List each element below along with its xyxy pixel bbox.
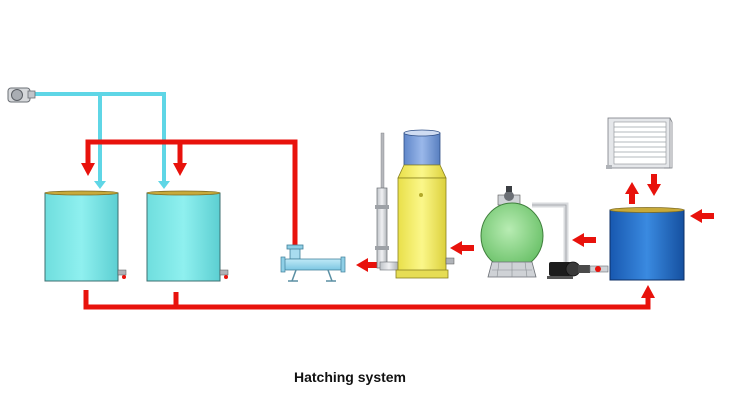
diagram-caption: Hatching system <box>293 369 407 385</box>
flow-arrow-to-chiller <box>625 182 639 204</box>
protein-skimmer-icon <box>375 129 455 279</box>
sand-filter-icon <box>480 186 569 278</box>
sump-tank <box>609 207 685 281</box>
return-arrow-tank-2 <box>173 163 187 176</box>
air-arrow-tank-1 <box>94 181 106 189</box>
flow-arrow-to-uv <box>356 258 378 272</box>
return-line <box>85 139 298 248</box>
air-blower-icon <box>7 87 36 103</box>
air-arrow-tank-2 <box>158 181 170 189</box>
pump-icon <box>547 261 609 279</box>
heat-pump-icon <box>606 117 673 169</box>
flow-arrow-to-skimmer <box>450 241 474 255</box>
flow-arrow-inlet <box>690 209 714 223</box>
flow-arrow-to-filter <box>572 233 596 247</box>
drain-line <box>83 290 651 310</box>
drain-arrow-sump <box>641 285 655 298</box>
air-line <box>34 92 166 182</box>
flow-arrow-from-chiller <box>647 174 661 196</box>
hatching-tank-2 <box>146 190 229 282</box>
return-arrow-tank-1 <box>81 163 95 176</box>
hatching-tank-1 <box>44 190 127 282</box>
uv-pipe-icon <box>280 244 346 282</box>
